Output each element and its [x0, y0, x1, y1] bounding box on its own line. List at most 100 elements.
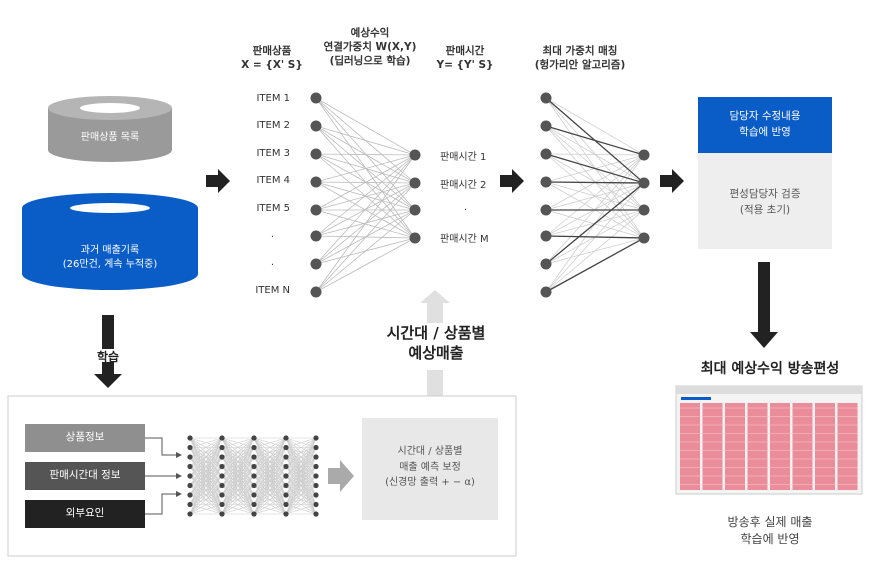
learn-label: 학습 — [96, 350, 120, 364]
header-weight-line1: 예상수익 — [350, 27, 390, 39]
nn-node — [251, 454, 257, 460]
connection-line — [285, 466, 317, 515]
input-connectors — [145, 437, 176, 515]
nn-node — [283, 435, 289, 441]
connection-line — [545, 97, 645, 211]
connection-line — [221, 437, 255, 448]
connection-line — [253, 437, 287, 448]
connection-line — [189, 437, 223, 515]
nn2-connections — [189, 437, 317, 515]
nn1-connections — [315, 97, 416, 293]
connection-line — [315, 97, 416, 211]
schedule-column — [725, 403, 745, 490]
item-label: . — [270, 229, 274, 240]
product-list-db-label: 판매상품 목록 — [80, 132, 140, 143]
matching-line — [545, 235, 645, 239]
nn-node — [251, 492, 257, 498]
item-label: ITEM 3 — [256, 148, 290, 159]
connection-line — [189, 437, 223, 458]
connection-line — [285, 437, 317, 496]
nn-node — [219, 463, 225, 470]
output-node — [638, 204, 650, 216]
connection-line — [221, 475, 255, 515]
nn-node — [219, 511, 225, 517]
item-label: ITEM 4 — [256, 175, 290, 186]
connection-line — [253, 437, 287, 496]
correction-line3: (신경망 출력 + − α) — [385, 477, 475, 488]
connection-line — [253, 437, 287, 467]
nn-node — [283, 492, 289, 498]
connection-line — [221, 485, 255, 515]
nn-node — [187, 444, 193, 451]
connection-line — [221, 437, 255, 505]
header-weight: 예상수익 연결가중치 W(X,Y) (딥러닝으로 학습) — [305, 26, 435, 69]
matching-line — [545, 153, 645, 184]
connection-line — [189, 437, 223, 486]
connection-line — [253, 466, 287, 515]
matching-line — [545, 182, 645, 265]
input-box-time-info — [25, 462, 145, 490]
down-arrow-icon — [94, 315, 122, 388]
connection-line — [221, 447, 255, 515]
connection-line — [253, 437, 287, 486]
matching-nodes — [540, 92, 650, 298]
input-node — [540, 230, 552, 242]
connection-line — [285, 437, 317, 486]
connection-line — [285, 437, 317, 448]
connection-line — [221, 437, 255, 477]
connection-line — [545, 182, 645, 211]
connection-line — [315, 154, 416, 293]
connection-line — [253, 504, 287, 515]
input-node — [310, 148, 322, 160]
connection-line — [253, 494, 287, 515]
header-y-line1: 판매시간 — [445, 45, 485, 57]
nn-node — [187, 482, 193, 489]
connection-line — [285, 494, 317, 515]
correction-line2: 매출 예측 보정 — [399, 461, 461, 473]
connection-line — [221, 504, 255, 515]
input-node — [540, 120, 552, 132]
expected-sales-line1: 시간대 / 상품별 — [386, 324, 486, 342]
verify-box-line2: (적용 초기) — [739, 204, 791, 217]
after-broadcast-line1: 방송후 실제 매출 — [727, 515, 813, 529]
connection-line — [253, 456, 287, 515]
sales-history-db-line1: 과거 매출기록 — [80, 245, 140, 256]
matching-line — [545, 181, 645, 184]
connection-line — [221, 437, 255, 515]
nn-node — [219, 435, 225, 441]
expected-sales-label: 시간대 / 상품별 예상매출 — [356, 324, 516, 363]
nn-node — [251, 501, 257, 508]
correction-line1: 시간대 / 상품별 — [397, 446, 463, 457]
input-node — [540, 286, 552, 298]
correction-box-text: 시간대 / 상품별 매출 예측 보정 (신경망 출력 + − α) — [362, 444, 498, 491]
input-node — [310, 204, 322, 216]
connection-line — [189, 437, 223, 496]
right-arrow-icon — [206, 169, 230, 193]
header-weight-line3: (딥러닝으로 학습) — [329, 55, 411, 68]
header-matching: 최대 가중치 매칭 (헝가리안 알고리즘) — [520, 44, 640, 72]
nn-node — [251, 435, 257, 441]
time-label: 판매시간 2 — [440, 180, 487, 191]
nn-node — [313, 463, 319, 470]
input-node — [310, 176, 322, 188]
input-node — [540, 204, 552, 216]
schedule-column — [702, 403, 723, 490]
item-label: . — [270, 257, 274, 268]
header-matching-line1: 최대 가중치 매칭 — [542, 45, 618, 57]
nn-node — [219, 501, 225, 508]
schedule-column — [770, 403, 790, 490]
connection-line — [285, 456, 317, 515]
input-node — [540, 176, 552, 188]
connection-line — [221, 437, 255, 458]
connection-line — [315, 237, 416, 293]
output-node — [638, 177, 650, 189]
header-weight-line2: 연결가중치 W(X,Y) — [323, 41, 417, 54]
nn-node — [187, 435, 193, 441]
input-label-external: 외부요인 — [65, 507, 105, 519]
nn-node — [251, 473, 257, 479]
input-box-external — [25, 500, 145, 528]
item-label: ITEM N — [255, 285, 290, 296]
input-node — [310, 258, 322, 270]
schedule-screenshot-thumbnail — [675, 385, 863, 495]
